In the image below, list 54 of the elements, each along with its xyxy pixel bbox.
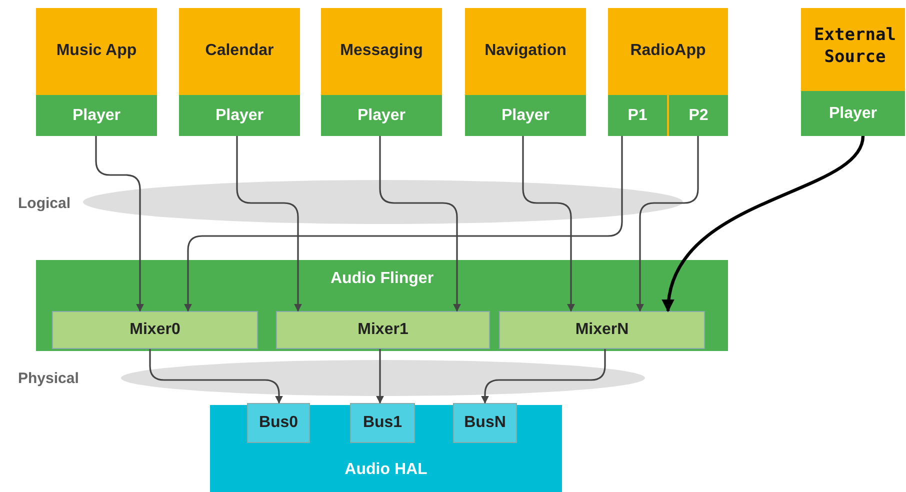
- player-box: [669, 95, 728, 136]
- player-box: [179, 95, 300, 136]
- arrow: [95, 136, 144, 312]
- bus-box: [350, 403, 415, 443]
- box-label: Music App: [55, 42, 138, 60]
- box-label: MixerN: [574, 321, 630, 339]
- arrow: [663, 136, 865, 312]
- mixer-box: [52, 311, 258, 349]
- box-label: Calendar: [204, 42, 275, 60]
- arrow: [184, 136, 623, 312]
- bus-box: [453, 403, 517, 443]
- layer-label: Logical: [18, 195, 71, 212]
- mixer-box: [499, 311, 705, 349]
- box-label: P1: [626, 106, 648, 124]
- arrow: [636, 136, 699, 312]
- app-box: [465, 8, 586, 136]
- box-label: Player: [214, 106, 265, 124]
- box-label: Player: [71, 106, 122, 124]
- arrow: [149, 349, 283, 404]
- box-label: Player: [356, 106, 407, 124]
- box-label: Navigation: [484, 42, 568, 60]
- app-box: [179, 8, 300, 136]
- box-label: RadioApp: [629, 42, 707, 60]
- box-label: Audio Flinger: [329, 270, 435, 288]
- framework-box: [36, 260, 728, 351]
- hal-box: [210, 405, 562, 492]
- box-label: Player: [828, 104, 878, 122]
- player-box: [321, 95, 442, 136]
- box-label: BusN: [463, 414, 507, 432]
- player-box: [36, 95, 157, 136]
- box-label: Mixer1: [356, 321, 410, 339]
- app-box: [36, 8, 157, 136]
- box-label: Bus1: [362, 414, 404, 432]
- layer-label: Physical: [18, 370, 79, 387]
- app-box: [801, 8, 905, 136]
- box-label: Bus0: [258, 414, 300, 432]
- app-box: [608, 8, 728, 136]
- mixer-box: [276, 311, 490, 349]
- player-box: [801, 91, 905, 136]
- player-box: [465, 95, 586, 136]
- player-box: [608, 95, 667, 136]
- arrow: [481, 349, 606, 404]
- arrow: [522, 136, 575, 312]
- arrow: [376, 349, 384, 404]
- box-label: Audio HAL: [344, 461, 428, 479]
- bus-box: [247, 403, 310, 443]
- box-label: Messaging: [339, 42, 424, 60]
- box-label: P2: [688, 106, 710, 124]
- box-label: Player: [500, 106, 551, 124]
- box-label: External Source: [813, 24, 897, 68]
- arrow: [379, 136, 461, 312]
- arrow: [236, 136, 302, 312]
- app-box: [321, 8, 442, 136]
- box-label: Mixer0: [128, 321, 182, 339]
